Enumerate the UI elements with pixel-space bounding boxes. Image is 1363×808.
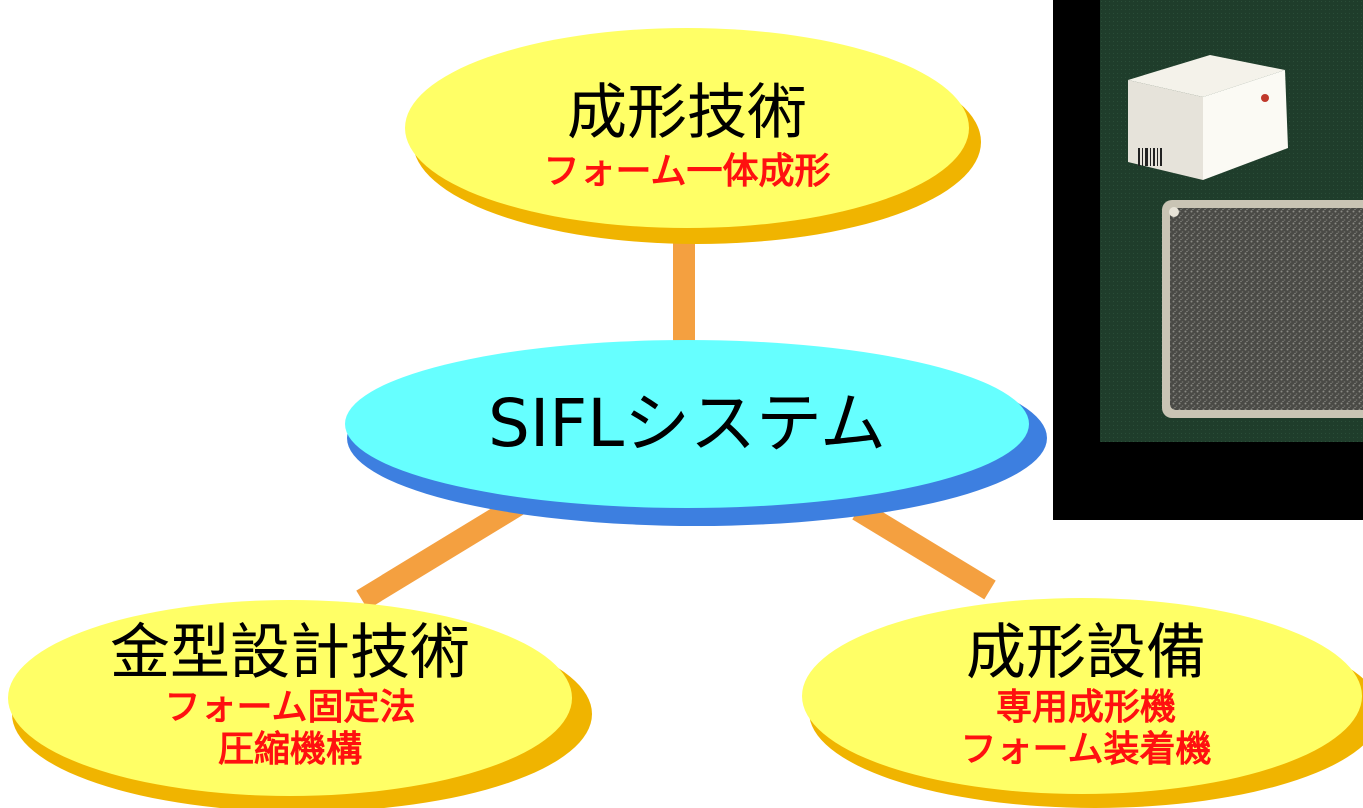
node-top-ellipse xyxy=(405,28,969,228)
product-photo-image xyxy=(1100,0,1363,442)
node-right-title: 成形設備 xyxy=(966,618,1206,688)
node-left-title: 金型設計技術 xyxy=(110,618,470,688)
node-top-title: 成形技術 xyxy=(567,78,807,148)
node-left-line-2: 圧縮機構 xyxy=(217,729,362,770)
node-top-line-1: フォーム一体成形 xyxy=(543,151,831,192)
connector-right xyxy=(852,500,996,600)
box-top xyxy=(1128,55,1285,97)
tray-pin xyxy=(1169,207,1179,217)
node-right-ellipse xyxy=(802,598,1362,794)
node-left-line-1: フォーム固定法 xyxy=(164,687,416,728)
foam-tray xyxy=(1170,208,1363,410)
node-right-line-2: フォーム装着機 xyxy=(960,729,1212,770)
node-center-title: SIFLシステム xyxy=(487,385,887,462)
node-left-ellipse xyxy=(8,600,572,796)
product-photo xyxy=(1100,0,1363,442)
box-barcode xyxy=(1138,148,1162,166)
connector-left xyxy=(356,495,524,610)
box-logo xyxy=(1261,94,1269,102)
node-center-ellipse xyxy=(345,340,1029,508)
node-right-line-1: 専用成形機 xyxy=(995,687,1176,728)
